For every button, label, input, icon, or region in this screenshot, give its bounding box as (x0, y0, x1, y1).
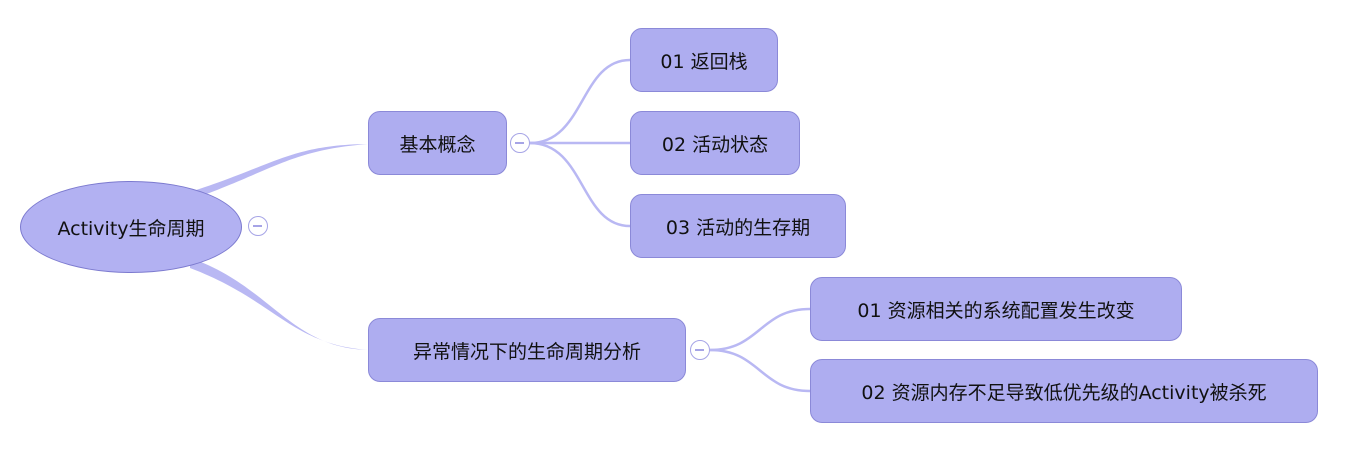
link-basic-to-back-stack (529, 58, 631, 145)
leaf-node-activity-states[interactable]: 02 活动状态 (630, 111, 800, 175)
link-exception-to-config-change (709, 307, 811, 352)
link-root-to-exception-lifecycle (190, 258, 368, 350)
leaf-node-config-change-label: 01 资源相关的系统配置发生改变 (857, 299, 1135, 322)
leaf-node-back-stack[interactable]: 01 返回栈 (630, 28, 778, 92)
leaf-node-low-memory-kill[interactable]: 02 资源内存不足导致低优先级的Activity被杀死 (810, 359, 1318, 423)
leaf-node-activity-lifetime-label: 03 活动的生存期 (665, 216, 811, 239)
root-node-label: Activity生命周期 (57, 217, 205, 240)
leaf-node-back-stack-label: 01 返回栈 (660, 50, 748, 73)
branch-node-exception-lifecycle-label: 异常情况下的生命周期分析 (412, 340, 641, 363)
leaf-node-activity-states-label: 02 活动状态 (661, 133, 769, 156)
link-basic-to-activity-lifetime (529, 141, 631, 228)
root-node[interactable]: Activity生命周期 (20, 181, 242, 273)
link-root-to-basic-concepts (190, 144, 368, 200)
branch-node-basic-concepts-label: 基本概念 (399, 133, 476, 156)
branch-exception-lifecycle-collapse-toggle[interactable] (690, 340, 710, 360)
leaf-node-config-change[interactable]: 01 资源相关的系统配置发生改变 (810, 277, 1182, 341)
leaf-node-activity-lifetime[interactable]: 03 活动的生存期 (630, 194, 846, 258)
branch-node-basic-concepts[interactable]: 基本概念 (368, 111, 507, 175)
branch-basic-concepts-collapse-toggle[interactable] (510, 133, 530, 153)
branch-node-exception-lifecycle[interactable]: 异常情况下的生命周期分析 (368, 318, 686, 382)
link-exception-to-low-memory (709, 348, 811, 393)
root-collapse-toggle[interactable] (248, 216, 268, 236)
leaf-node-low-memory-kill-label: 02 资源内存不足导致低优先级的Activity被杀死 (861, 381, 1267, 404)
